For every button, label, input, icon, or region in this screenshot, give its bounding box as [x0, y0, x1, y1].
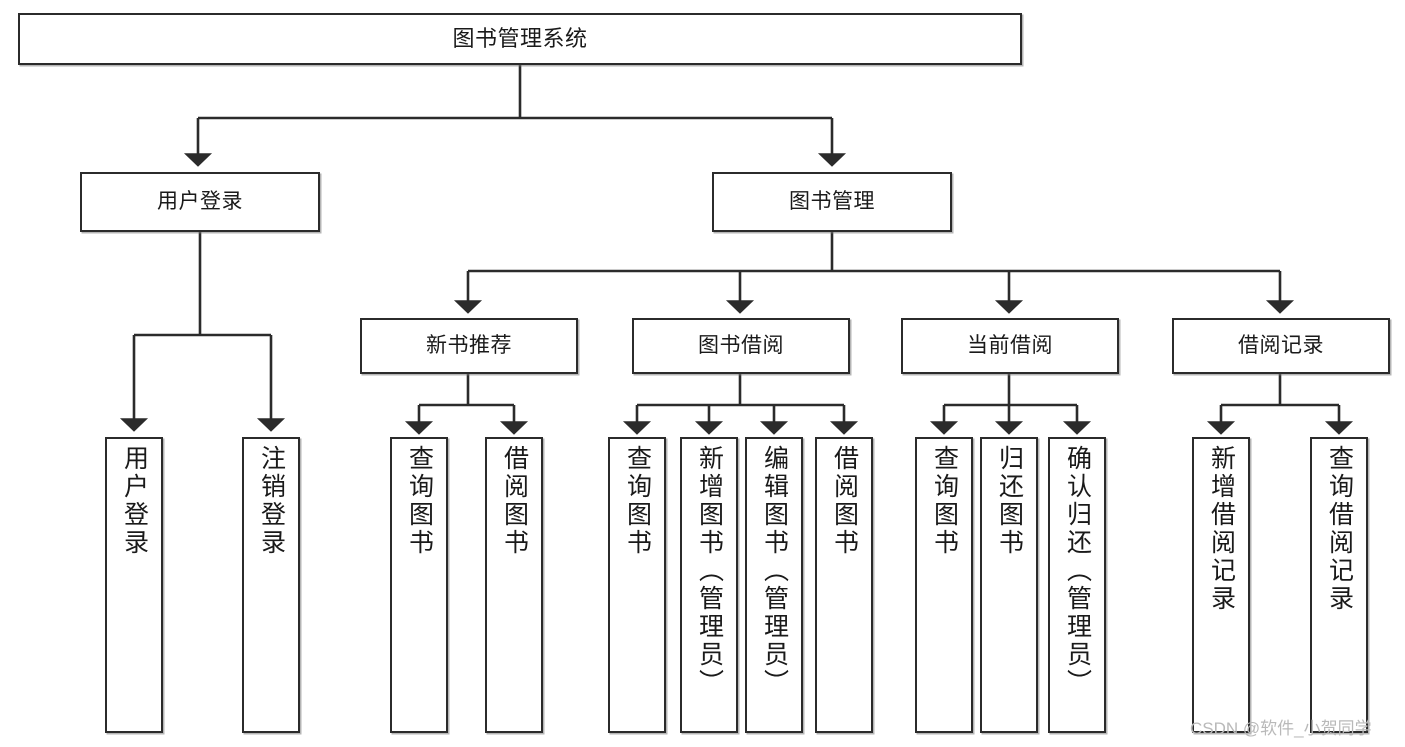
node-label: 注销登录: [257, 445, 286, 557]
node-label: 查询借阅记录: [1325, 445, 1354, 613]
leaf-current-confirm-return-admin[interactable]: 确认归还（管理员）: [1048, 437, 1106, 733]
node-current-borrow[interactable]: 当前借阅: [901, 318, 1119, 374]
node-label: 当前借阅: [967, 334, 1053, 358]
leaf-user-login[interactable]: 用户登录: [105, 437, 163, 733]
node-user-login[interactable]: 用户登录: [80, 172, 320, 232]
node-label: 图书借阅: [698, 334, 784, 358]
node-root-system[interactable]: 图书管理系统: [18, 13, 1022, 65]
leaf-record-query-record[interactable]: 查询借阅记录: [1310, 437, 1368, 733]
node-book-borrow[interactable]: 图书借阅: [632, 318, 850, 374]
leaf-new-book-query-book[interactable]: 查询图书: [390, 437, 448, 733]
leaf-record-add-record[interactable]: 新增借阅记录: [1192, 437, 1250, 733]
node-label: 查询图书: [930, 445, 959, 557]
leaf-logout[interactable]: 注销登录: [242, 437, 300, 733]
leaf-new-book-borrow-book[interactable]: 借阅图书: [485, 437, 543, 733]
node-label: 查询图书: [623, 445, 652, 557]
leaf-borrow-edit-book-admin[interactable]: 编辑图书（管理员）: [745, 437, 803, 733]
leaf-current-query-book[interactable]: 查询图书: [915, 437, 973, 733]
node-label: 新增借阅记录: [1207, 445, 1236, 613]
leaf-borrow-borrow-book[interactable]: 借阅图书: [815, 437, 873, 733]
node-label: 借阅图书: [500, 445, 529, 557]
leaf-borrow-add-book-admin[interactable]: 新增图书（管理员）: [680, 437, 738, 733]
node-label: 查询图书: [405, 445, 434, 557]
node-label: 编辑图书（管理员）: [760, 445, 789, 697]
node-new-book-recommend[interactable]: 新书推荐: [360, 318, 578, 374]
watermark: CSDN @软件_小贺同学: [1190, 719, 1372, 738]
node-label: 新增图书（管理员）: [695, 445, 724, 697]
node-label: 借阅图书: [830, 445, 859, 557]
node-label: 图书管理: [789, 190, 875, 214]
node-book-management[interactable]: 图书管理: [712, 172, 952, 232]
node-label: 用户登录: [157, 190, 243, 214]
node-label: 借阅记录: [1238, 334, 1324, 358]
node-label: 归还图书: [995, 445, 1024, 557]
leaf-borrow-query-book[interactable]: 查询图书: [608, 437, 666, 733]
node-borrow-record[interactable]: 借阅记录: [1172, 318, 1390, 374]
node-label: 确认归还（管理员）: [1063, 445, 1092, 697]
leaf-current-return-book[interactable]: 归还图书: [980, 437, 1038, 733]
node-label: 用户登录: [120, 445, 149, 557]
node-label: 新书推荐: [426, 334, 512, 358]
node-label: 图书管理系统: [452, 25, 588, 51]
